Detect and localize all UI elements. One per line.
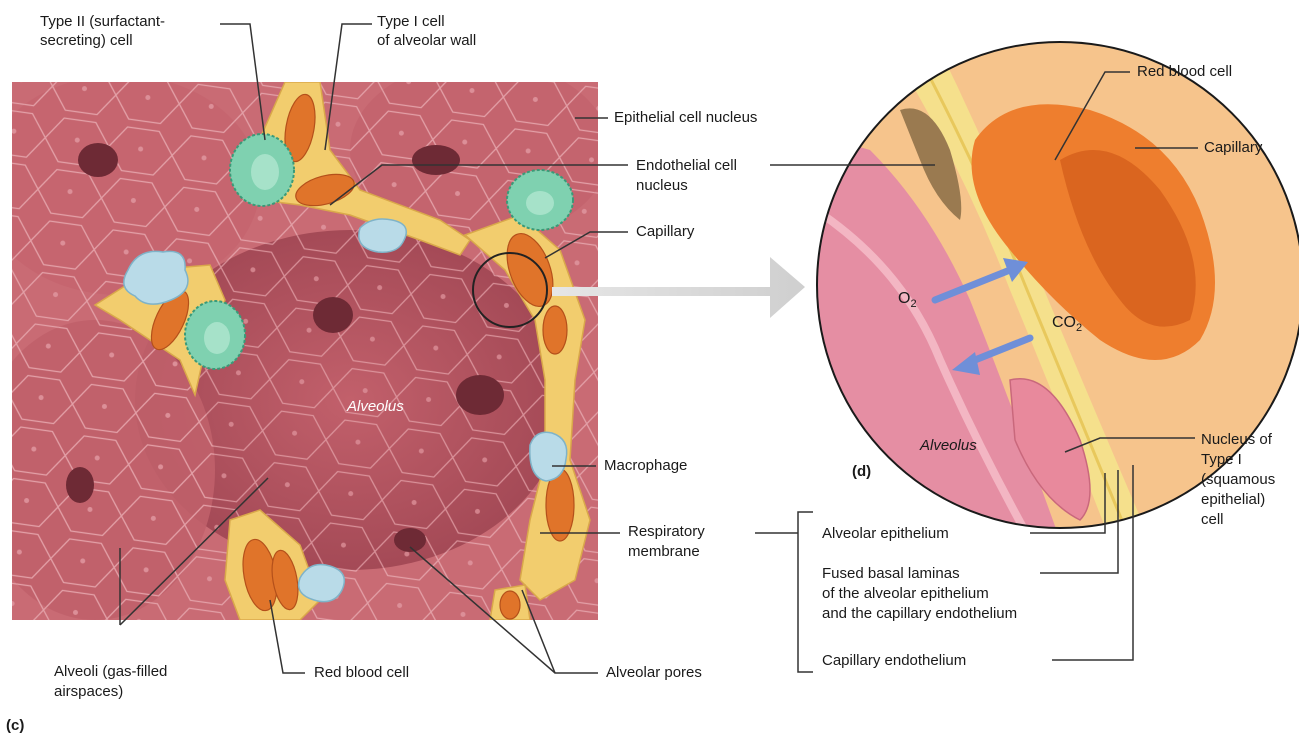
panel-d-tag: (d) [852,462,871,481]
label-co2: CO2 [1052,314,1082,334]
label-alveolus-d: Alveolus [920,436,977,455]
panel-c-tag: (c) [6,716,24,735]
label-type-ii-cell-line1: Type II (surfactant- [40,12,165,31]
label-macrophage: Macrophage [604,456,687,475]
label-type-i-nucleus-line3: (squamous [1201,470,1275,489]
label-alveoli-line1: Alveoli (gas-filled [54,662,167,681]
label-fused-basal-laminas-line1: Fused basal laminas [822,564,960,583]
label-endothelial-nucleus-line1: Endothelial cell [636,156,737,175]
label-alveoli-line2: airspaces) [54,682,123,701]
label-type-ii-cell-line2: secreting) cell [40,31,133,50]
label-capillary-c: Capillary [636,222,694,241]
label-type-i-nucleus-line1: Nucleus of [1201,430,1272,449]
label-fused-basal-laminas-line3: and the capillary endothelium [822,604,1017,623]
panel-c-tissue [0,60,610,620]
label-alveolar-pores: Alveolar pores [606,663,702,682]
label-o2: O2 [898,290,917,310]
label-type-i-cell-line1: Type I cell [377,12,445,31]
label-type-i-nucleus-line5: cell [1201,510,1224,529]
label-red-blood-cell-d: Red blood cell [1137,62,1232,81]
label-type-i-cell-line2: of alveolar wall [377,31,476,50]
label-endothelial-nucleus-line2: nucleus [636,176,688,195]
label-type-i-nucleus-line4: epithelial) [1201,490,1265,509]
label-capillary-endothelium: Capillary endothelium [822,651,966,670]
label-respiratory-membrane-line2: membrane [628,542,700,561]
label-type-i-nucleus-line2: Type I [1201,450,1242,469]
label-respiratory-membrane-line1: Respiratory [628,522,705,541]
label-epithelial-nucleus: Epithelial cell nucleus [614,108,757,127]
label-red-blood-cell-c: Red blood cell [314,663,409,682]
label-alveolus-c: Alveolus [347,397,404,416]
label-alveolar-epithelium: Alveolar epithelium [822,524,949,543]
label-capillary-d: Capillary [1204,138,1262,157]
label-fused-basal-laminas-line2: of the alveolar epithelium [822,584,989,603]
